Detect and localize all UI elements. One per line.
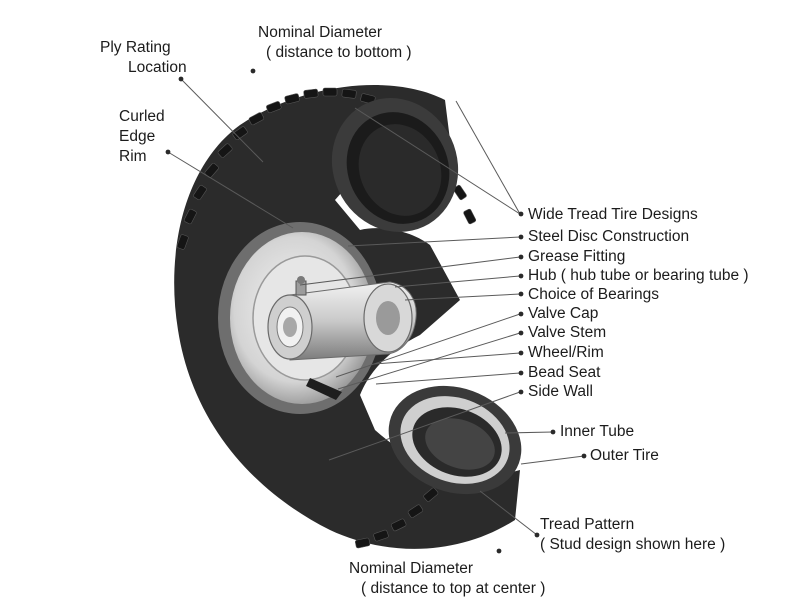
tread-stud <box>463 208 477 225</box>
inner-tube-top-section <box>331 98 459 232</box>
label-valve-stem: Valve Stem <box>528 324 607 341</box>
label-line: Tread Pattern <box>540 516 635 533</box>
tread-stud <box>303 88 319 99</box>
label-line: Edge <box>119 128 156 145</box>
tread-stud <box>266 101 282 114</box>
tread-stud <box>373 529 389 542</box>
tread-stud <box>453 184 467 201</box>
label-line: Nominal Diameter <box>349 560 474 577</box>
label-line: ( distance to top at center ) <box>361 580 546 597</box>
tread-stud <box>248 112 265 126</box>
label-line: Curled <box>119 108 165 125</box>
hub-tube <box>267 281 417 361</box>
tread-stud <box>217 143 233 158</box>
tread-stud <box>423 487 439 502</box>
label-line: Rim <box>119 148 147 165</box>
label-nominal-diameter-bottom: Nominal Diameter ( distance to top at ce… <box>349 559 545 599</box>
tread-stud <box>284 93 300 105</box>
tread-stud <box>407 504 423 518</box>
label-line: Location <box>128 59 187 76</box>
leader-dots <box>165 68 587 554</box>
label-line: ( distance to bottom ) <box>266 44 412 61</box>
label-line: Ply Rating <box>100 39 171 56</box>
label-side-wall: Side Wall <box>528 383 593 400</box>
label-line: Nominal Diameter <box>258 24 383 41</box>
valve-stem <box>306 378 342 400</box>
label-steel-disc: Steel Disc Construction <box>528 228 690 245</box>
label-inner-tube: Inner Tube <box>560 423 635 440</box>
tread-stud <box>354 537 371 549</box>
label-hub: Hub ( hub tube or bearing tube ) <box>528 267 749 284</box>
label-tread-pattern: Tread Pattern ( Stud design shown here ) <box>540 515 725 555</box>
inner-tube-bottom-section <box>388 385 522 495</box>
tread-stud <box>193 184 207 201</box>
label-bead-seat: Bead Seat <box>528 364 601 381</box>
label-ply-rating-location: Ply Rating Location <box>100 38 187 78</box>
label-line: ( Stud design shown here ) <box>540 536 726 553</box>
label-bearings: Choice of Bearings <box>528 286 659 303</box>
leader-lines <box>167 78 585 536</box>
tread-stud <box>322 87 338 97</box>
grease-fitting <box>295 276 307 296</box>
tread-stud <box>391 518 407 532</box>
label-valve-cap: Valve Cap <box>528 305 599 322</box>
tread-stud <box>232 126 248 141</box>
tread-stud <box>176 234 189 250</box>
label-wide-tread: Wide Tread Tire Designs <box>528 206 698 223</box>
tread-stud <box>183 208 197 225</box>
label-wheel-rim: Wheel/Rim <box>528 344 604 361</box>
tread-stud <box>341 88 357 99</box>
label-nominal-diameter-top: Nominal Diameter ( distance to bottom ) <box>258 23 412 63</box>
label-curled-edge-rim: Curled Edge Rim <box>119 107 165 167</box>
label-outer-tire: Outer Tire <box>590 447 659 464</box>
label-grease-fitting: Grease Fitting <box>528 248 626 265</box>
